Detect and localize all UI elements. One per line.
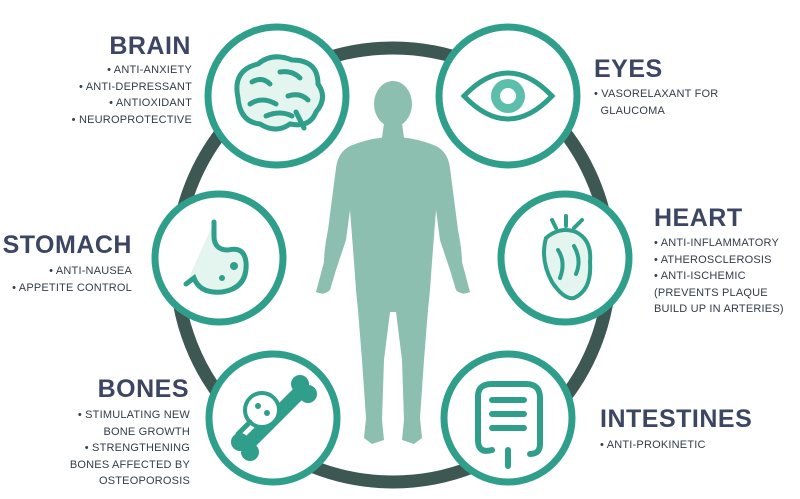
bones-item: BONE GROWTH <box>103 425 190 438</box>
brain-icon <box>234 54 325 132</box>
brain-item: • ANTI-ANXIETY <box>107 64 192 76</box>
stomach-title: STOMACH <box>2 231 132 259</box>
heart-icon <box>542 214 593 301</box>
brain-item: • NEUROPROTECTIVE <box>71 113 192 126</box>
intestines-node <box>440 350 576 486</box>
heart-node <box>497 190 633 326</box>
stomach-item: • APPETITE CONTROL <box>12 281 132 294</box>
bones-list: • STIMULATING NEW BONE GROWTH • STRENGTH… <box>70 407 190 490</box>
bones-node <box>205 350 341 486</box>
brain-title: BRAIN <box>109 32 191 60</box>
stomach-icon <box>183 219 249 295</box>
eyes-list: • VASORELAXANT FOR GLAUCOMA <box>594 86 718 119</box>
heart-item: BUILD UP IN ARTERIES) <box>654 303 784 315</box>
eye-icon <box>460 70 556 122</box>
bones-item: • STRENGTHENING <box>84 442 190 454</box>
bones-title: BONES <box>97 375 189 403</box>
intestines-icon <box>475 381 543 469</box>
stomach-list: • ANTI-NAUSEA • APPETITE CONTROL <box>12 263 132 296</box>
eyes-item: • VASORELAXANT FOR <box>594 88 719 100</box>
bones-item: • STIMULATING NEW <box>77 409 190 421</box>
heart-list: • ANTI-INFLAMMATORY • ATHEROSCLEROSIS • … <box>654 235 784 318</box>
brain-node <box>204 23 350 169</box>
stomach-node <box>151 190 287 326</box>
eyes-node <box>435 23 581 169</box>
bone-icon <box>231 375 317 461</box>
eyes-item: GLAUCOMA <box>594 104 666 117</box>
human-figure <box>316 81 470 444</box>
bones-item: OSTEOPOROSIS <box>98 475 190 487</box>
heart-item: (PREVENTS PLAQUE <box>654 286 768 299</box>
intestines-title: INTESTINES <box>600 405 753 433</box>
eyes-title: EYES <box>594 55 663 83</box>
heart-title: HEART <box>654 204 743 232</box>
intestines-item: • ANTI-PROKINETIC <box>600 439 706 451</box>
heart-item: • ATHEROSCLEROSIS <box>654 253 772 266</box>
brain-list: • ANTI-ANXIETY • ANTI-DEPRESSANT • ANTIO… <box>72 62 192 128</box>
intestines-list: • ANTI-PROKINETIC <box>600 437 706 454</box>
heart-item: • ANTI-INFLAMMATORY <box>654 237 779 249</box>
brain-item: • ANTIOXIDANT <box>109 97 192 109</box>
heart-item: • ANTI-ISCHEMIC <box>654 270 746 282</box>
stomach-item: • ANTI-NAUSEA <box>49 265 132 277</box>
brain-item: • ANTI-DEPRESSANT <box>79 80 192 93</box>
bones-item: BONES AFFECTED BY <box>69 458 190 471</box>
